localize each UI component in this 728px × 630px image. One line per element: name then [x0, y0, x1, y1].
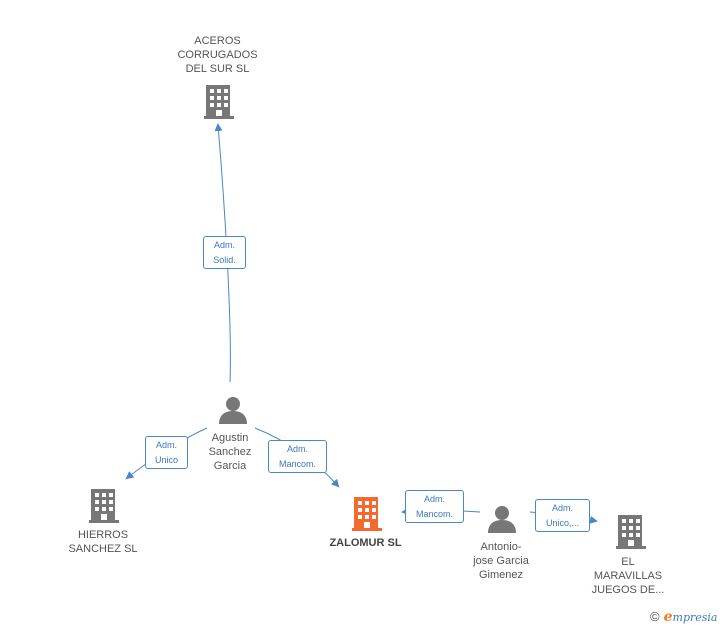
role-box-agustin-zalomur[interactable]: Adm. Mancom. [268, 440, 327, 473]
building-icon[interactable] [616, 515, 646, 549]
person-icon[interactable] [488, 506, 516, 533]
role-box-antonio-zalomur[interactable]: Adm. Mancom. [405, 490, 464, 523]
person-icon[interactable] [219, 397, 247, 424]
node-label-agustin[interactable]: Agustin Sanchez Garcia [208, 432, 252, 472]
role-box-antonio-maravillas[interactable]: Adm. Unico,... [535, 499, 590, 532]
building-icon[interactable] [89, 489, 119, 523]
node-label-maravillas[interactable]: EL MARAVILLAS JUEGOS DE... [591, 556, 665, 596]
copyright-symbol: © [650, 609, 660, 624]
edge-agustin-aceros [214, 123, 231, 383]
building-icon[interactable] [352, 497, 382, 531]
role-box-agustin-hierros[interactable]: Adm. Unico [145, 436, 188, 469]
brand-footer[interactable]: ©empresia [650, 609, 717, 625]
node-label-aceros[interactable]: ACEROS CORRUGADOS DEL SUR SL [177, 35, 258, 75]
node-label-hierros[interactable]: HIERROS SANCHEZ SL [68, 529, 138, 555]
node-label-zalomur[interactable]: ZALOMUR SL [329, 537, 402, 549]
node-label-antonio[interactable]: Antonio- jose Garcia Gimenez [473, 541, 529, 581]
brand-logo-text: mpresia [672, 611, 718, 624]
brand-logo-e: e [663, 609, 673, 625]
building-icon[interactable] [204, 85, 234, 119]
role-box-agustin-aceros[interactable]: Adm. Solid. [203, 236, 246, 269]
